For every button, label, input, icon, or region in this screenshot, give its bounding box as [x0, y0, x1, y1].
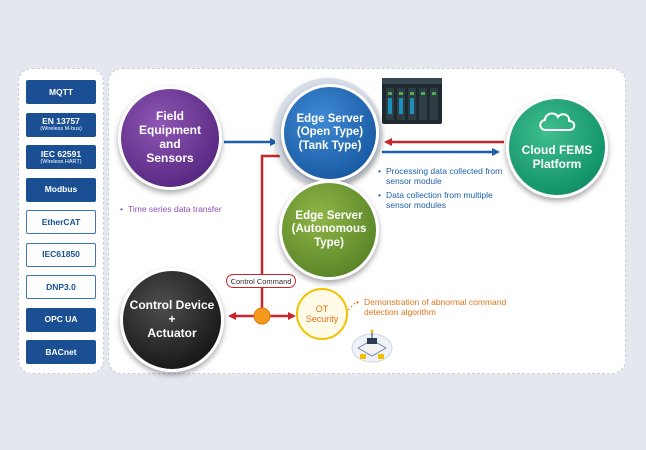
demonstration-text: Demonstration of abnormal command detect…	[364, 297, 507, 317]
ot-link-dashed	[347, 301, 357, 311]
ot-security-node: OT Security	[296, 288, 348, 340]
protocol-label: IEC61850	[42, 249, 80, 259]
processing-text: Processing data collected from sensor mo…	[386, 166, 503, 186]
protocol-label: Modbus	[44, 184, 78, 194]
protocol-label: IEC 62591	[40, 148, 82, 159]
edge-server-autonomous-node: Edge Server (Autonomous Type)	[279, 180, 379, 280]
industrial-controller-icon	[382, 78, 442, 124]
protocol-label: OPC UA	[44, 314, 78, 324]
control-device-node: Control Device + Actuator	[120, 268, 224, 372]
protocol-sublabel: (Wireless M-bus)	[40, 126, 82, 132]
protocol-item: MQTT	[26, 80, 96, 104]
processing-note: • Processing data collected from sensor …	[378, 166, 506, 186]
protocol-item: IEC 62591(Wireless HART)	[26, 145, 96, 169]
protocol-item: Modbus	[26, 177, 96, 202]
time-series-text: Time series data transfer	[128, 204, 222, 214]
protocol-item: OPC UA	[26, 307, 96, 332]
protocol-label: MQTT	[48, 86, 74, 97]
cloud-fems-node: Cloud FEMS Platform	[506, 96, 608, 198]
control-device-label: Control Device + Actuator	[129, 298, 215, 340]
command-path	[260, 154, 280, 316]
security-device-icon	[351, 329, 393, 363]
ot-security-label: OT Security	[305, 303, 339, 324]
edge-server-autonomous-label: Edge Server (Autonomous Type)	[291, 210, 367, 249]
bullet: •	[378, 190, 381, 200]
protocol-label: EtherCAT	[41, 216, 81, 227]
control-command-label: Control Command	[226, 274, 296, 288]
field-equipment-label: Field Equipment and Sensors	[139, 109, 201, 165]
protocol-item: IEC61850	[26, 242, 96, 267]
orange-junction-dot-icon	[253, 307, 271, 325]
demonstration-note: • Demonstration of abnormal command dete…	[356, 297, 514, 317]
protocol-item: EN 13757(Wireless M-bus)	[26, 112, 96, 137]
edge-server-open-label: Edge Server (Open Type) (Tank Type)	[296, 113, 364, 152]
collection-note: • Data collection from multiple sensor m…	[378, 190, 506, 210]
bullet: •	[378, 166, 381, 176]
protocol-label: BACnet	[45, 346, 77, 357]
protocol-item: DNP3.0	[26, 275, 96, 299]
bullet: •	[120, 204, 123, 214]
protocol-label: EN 13757	[42, 116, 80, 126]
protocol-sublabel: (Wireless HART)	[40, 158, 82, 165]
cloud-icon	[539, 112, 576, 131]
time-series-note: • Time series data transfer	[120, 204, 222, 214]
edge-server-open-node: Edge Server (Open Type) (Tank Type)	[281, 84, 379, 182]
protocol-label: DNP3.0	[46, 281, 76, 292]
protocol-item: BACnet	[26, 340, 96, 364]
collection-text: Data collection from multiple sensor mod…	[386, 190, 493, 210]
protocol-item: EtherCAT	[26, 210, 96, 234]
field-equipment-node: Field Equipment and Sensors	[118, 86, 222, 190]
cloud-fems-label: Cloud FEMS Platform	[521, 143, 593, 171]
bullet: •	[356, 297, 359, 307]
